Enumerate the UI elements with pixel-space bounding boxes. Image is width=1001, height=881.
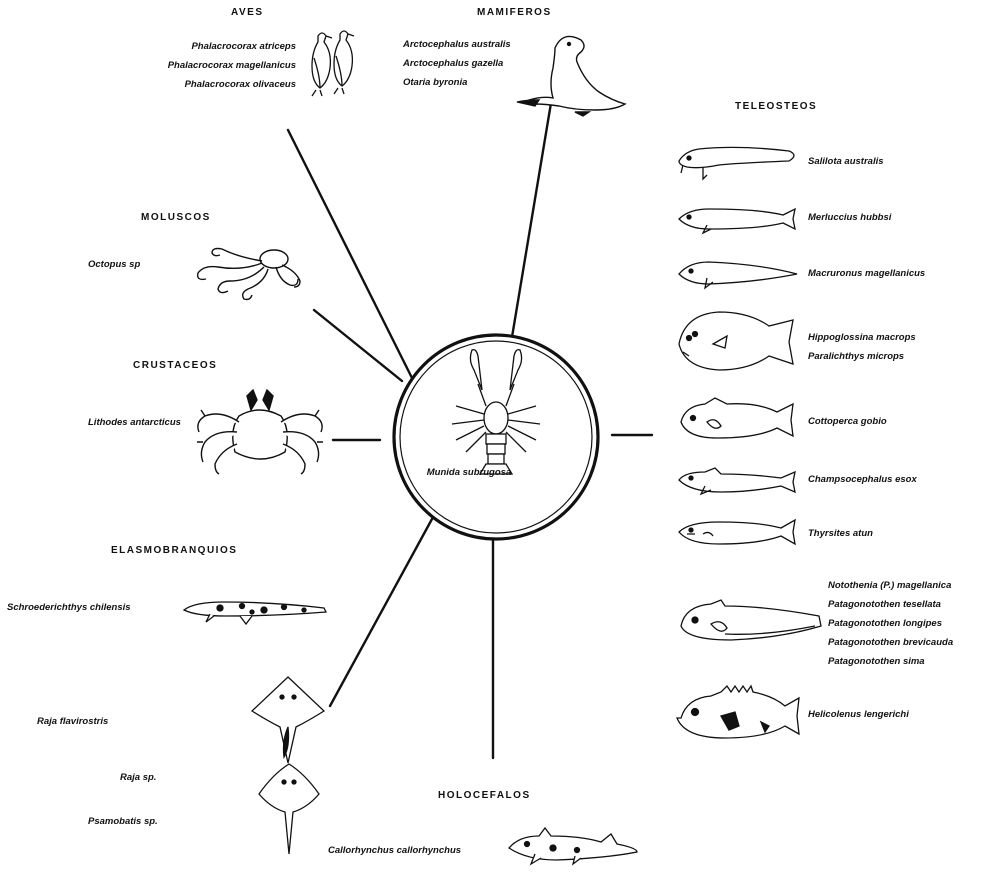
species-label: Phalacrocorax atriceps bbox=[96, 37, 296, 56]
snoek-icon bbox=[677, 516, 797, 550]
species-label: Patagonotothen longipes bbox=[828, 614, 953, 633]
icefish-icon bbox=[677, 466, 797, 500]
frogmouth-icon bbox=[677, 398, 797, 444]
line-mamiferos bbox=[509, 103, 551, 355]
species-list-crustaceos: Lithodes antarcticus bbox=[88, 413, 181, 432]
species-label: Patagonotothen tesellata bbox=[828, 595, 953, 614]
species-label: Thyrsites atun bbox=[808, 524, 873, 543]
species-label: Psamobatis sp. bbox=[88, 812, 158, 831]
species-list-aves: Phalacrocorax atriceps Phalacrocorax mag… bbox=[96, 37, 296, 94]
catshark-icon bbox=[180, 596, 330, 624]
king-crab-icon bbox=[193, 386, 327, 476]
codling-icon bbox=[677, 145, 799, 187]
center-species-label: Munida subrugosa bbox=[394, 467, 544, 478]
header-holocefalos: HOLOCEFALOS bbox=[438, 790, 531, 801]
grenadier-icon bbox=[677, 258, 799, 292]
species-label: Paralichthys microps bbox=[808, 347, 916, 366]
species-label: Otaria byronia bbox=[403, 73, 511, 92]
header-teleosteos: TELEOSTEOS bbox=[735, 101, 817, 112]
header-crustaceos: CRUSTACEOS bbox=[133, 360, 217, 371]
sea-lion-icon bbox=[515, 28, 625, 128]
header-mamiferos: MAMIFEROS bbox=[477, 7, 552, 18]
species-label: Cottoperca gobio bbox=[808, 412, 887, 431]
species-label: Phalacrocorax magellanicus bbox=[96, 56, 296, 75]
species-label: Phalacrocorax olivaceus bbox=[96, 75, 296, 94]
species-label: Hippoglossina macrops bbox=[808, 328, 916, 347]
hake-icon bbox=[677, 205, 797, 235]
species-list-notothens: Notothenia (P.) magellanica Patagonototh… bbox=[828, 576, 953, 671]
species-label: Patagonotothen sima bbox=[828, 652, 953, 671]
species-label: Champsocephalus esox bbox=[808, 470, 917, 489]
species-label: Octopus sp bbox=[88, 255, 140, 274]
species-label: Schroederichthys chilensis bbox=[7, 598, 131, 617]
species-label: Salilota australis bbox=[808, 152, 884, 171]
species-label: Patagonotothen brevicauda bbox=[828, 633, 953, 652]
species-label: Arctocephalus gazella bbox=[403, 54, 511, 73]
species-label: Lithodes antarcticus bbox=[88, 413, 181, 432]
octopus-icon bbox=[190, 245, 310, 305]
header-aves: AVES bbox=[231, 7, 264, 18]
rockfish-icon bbox=[677, 684, 803, 744]
elephantfish-icon bbox=[505, 826, 641, 866]
header-elasmobranquios: ELASMOBRANQUIOS bbox=[111, 545, 237, 556]
line-moluscos bbox=[314, 310, 402, 381]
species-list-mamiferos: Arctocephalus australis Arctocephalus ga… bbox=[403, 35, 511, 92]
cormorant-pair-icon bbox=[300, 28, 362, 100]
notothen-icon bbox=[677, 598, 825, 652]
header-moluscos: MOLUSCOS bbox=[141, 212, 211, 223]
species-list-moluscos: Octopus sp bbox=[88, 255, 140, 274]
species-label: Callorhynchus callorhynchus bbox=[328, 841, 461, 860]
species-label: Arctocephalus australis bbox=[403, 35, 511, 54]
species-label: Helicolenus lengerichi bbox=[808, 705, 909, 724]
species-label: Raja flavirostris bbox=[37, 712, 108, 731]
species-label: Raja sp. bbox=[120, 768, 156, 787]
line-elasmobranquios bbox=[330, 519, 432, 706]
flounder-icon bbox=[673, 310, 797, 380]
skate-icon bbox=[248, 675, 328, 765]
ray-icon bbox=[256, 762, 322, 858]
species-label: Macruronus magellanicus bbox=[808, 264, 925, 283]
species-label: Notothenia (P.) magellanica bbox=[828, 576, 953, 595]
species-label: Merluccius hubbsi bbox=[808, 208, 891, 227]
species-list-flatfish: Hippoglossina macrops Paralichthys micro… bbox=[808, 328, 916, 366]
